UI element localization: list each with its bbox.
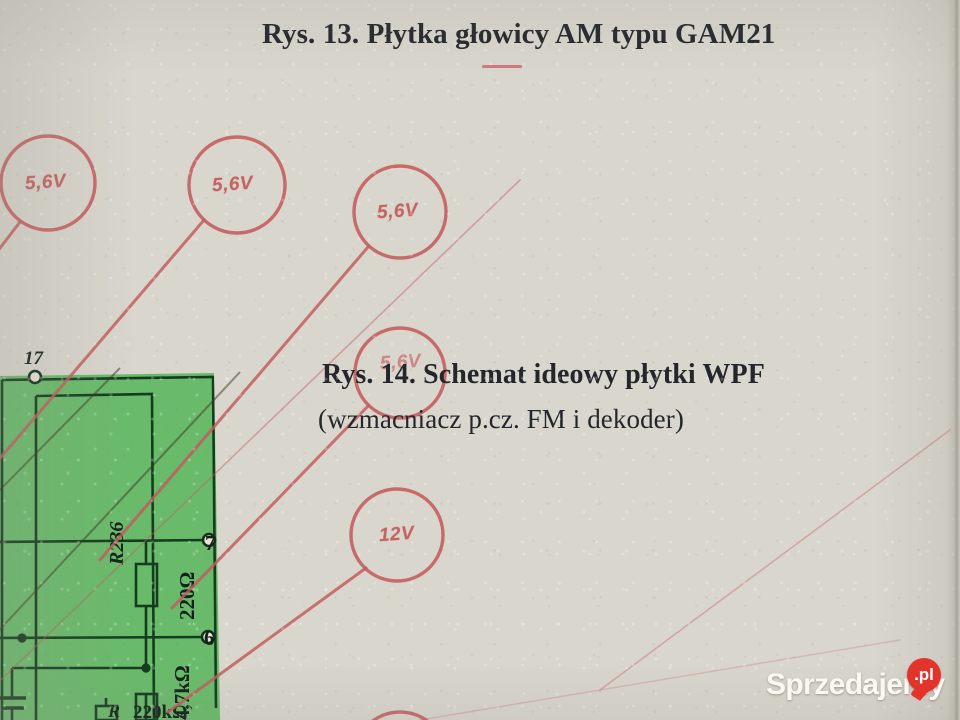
voltage-label-v5: 12V [378,522,415,547]
page-edge-shadow [946,0,960,720]
annotation-circle-partial [371,710,429,720]
red-underline-dash [482,65,522,68]
voltage-label-v2: 5,6V [211,172,254,197]
leader-line-v1 [0,220,22,251]
component-value-220kohm: 220kΩ [133,702,188,720]
terminal-label-7: 7 [205,531,216,555]
watermark-suffix: .pl [914,665,934,684]
component-designator-r236: R236 [106,521,128,565]
schematic-junctions [17,633,151,673]
voltage-label-v3: 5,6V [376,199,419,224]
component-designator-r: R [108,701,121,720]
terminal-label-6: 6 [204,626,215,650]
terminal-label-17: 17 [24,348,43,369]
watermark-pin-icon [907,658,941,692]
component-value-220ohm: 220Ω [175,571,199,620]
figure-14-caption: Rys. 14. Schemat ideowy płytki WPF [322,359,765,390]
guide-line-b [599,429,951,691]
voltage-label-v1: 5,6V [24,170,67,195]
figure-13-caption: Rys. 13. Płytka głowicy AM typu GAM21 [262,18,776,50]
figure-14-subcaption: (wzmacniacz p.cz. FM i dekoder) [318,404,684,434]
